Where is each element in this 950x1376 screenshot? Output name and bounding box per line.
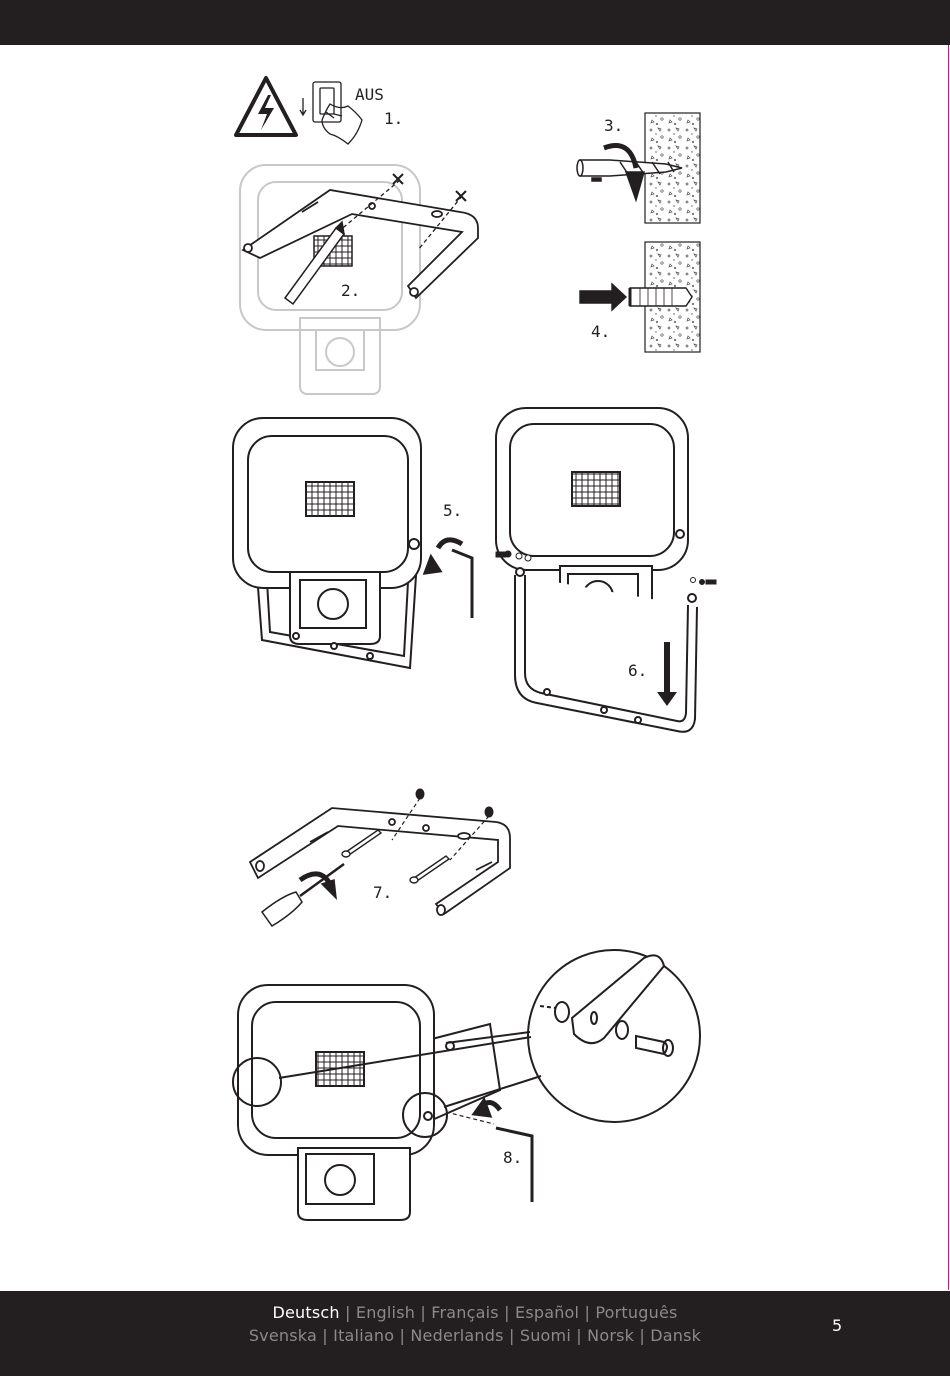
footer-bar: Deutsch | English | Français | Español |…	[0, 1291, 950, 1376]
language-svenska[interactable]: Svenska	[249, 1326, 317, 1345]
wall-plug-icon	[580, 284, 692, 310]
step-7-label: 7.	[373, 883, 392, 902]
warning-icon	[236, 78, 296, 135]
step-8-label: 8.	[503, 1148, 522, 1167]
language-italiano[interactable]: Italiano	[333, 1326, 394, 1345]
screw-icon	[342, 830, 449, 883]
language-list-line-1: Deutsch | English | Français | Español |…	[0, 1303, 950, 1322]
step-4-label: 4.	[591, 322, 610, 341]
language-deutsch[interactable]: Deutsch	[272, 1303, 339, 1322]
light-switch-icon	[300, 82, 362, 144]
step-6-label: 6.	[628, 661, 647, 680]
page-number: 5	[832, 1316, 842, 1335]
language-dansk[interactable]: Dansk	[650, 1326, 701, 1345]
step-3-label: 3.	[604, 116, 623, 135]
mounting-bracket-template	[243, 190, 478, 298]
language-francais[interactable]: Français	[431, 1303, 499, 1322]
step-5-label: 5.	[443, 501, 462, 520]
lamp-step-5	[233, 418, 421, 668]
language-english[interactable]: English	[356, 1303, 415, 1322]
language-espanol[interactable]: Español	[515, 1303, 579, 1322]
step-2-label: 2.	[341, 281, 360, 300]
top-bar	[0, 0, 950, 45]
language-portugues[interactable]: Português	[595, 1303, 677, 1322]
language-suomi[interactable]: Suomi	[520, 1326, 571, 1345]
step-1-label: 1.	[384, 109, 403, 128]
language-nederlands[interactable]: Nederlands	[410, 1326, 503, 1345]
screwdriver-icon	[262, 864, 344, 926]
language-norsk[interactable]: Norsk	[587, 1326, 634, 1345]
installation-illustrations: AUS 1. 2. 3.	[0, 45, 950, 1290]
language-list-line-2: Svenska | Italiano | Nederlands | Suomi …	[0, 1326, 950, 1345]
allen-key-icon	[425, 540, 472, 618]
switch-off-label: AUS	[355, 85, 384, 104]
